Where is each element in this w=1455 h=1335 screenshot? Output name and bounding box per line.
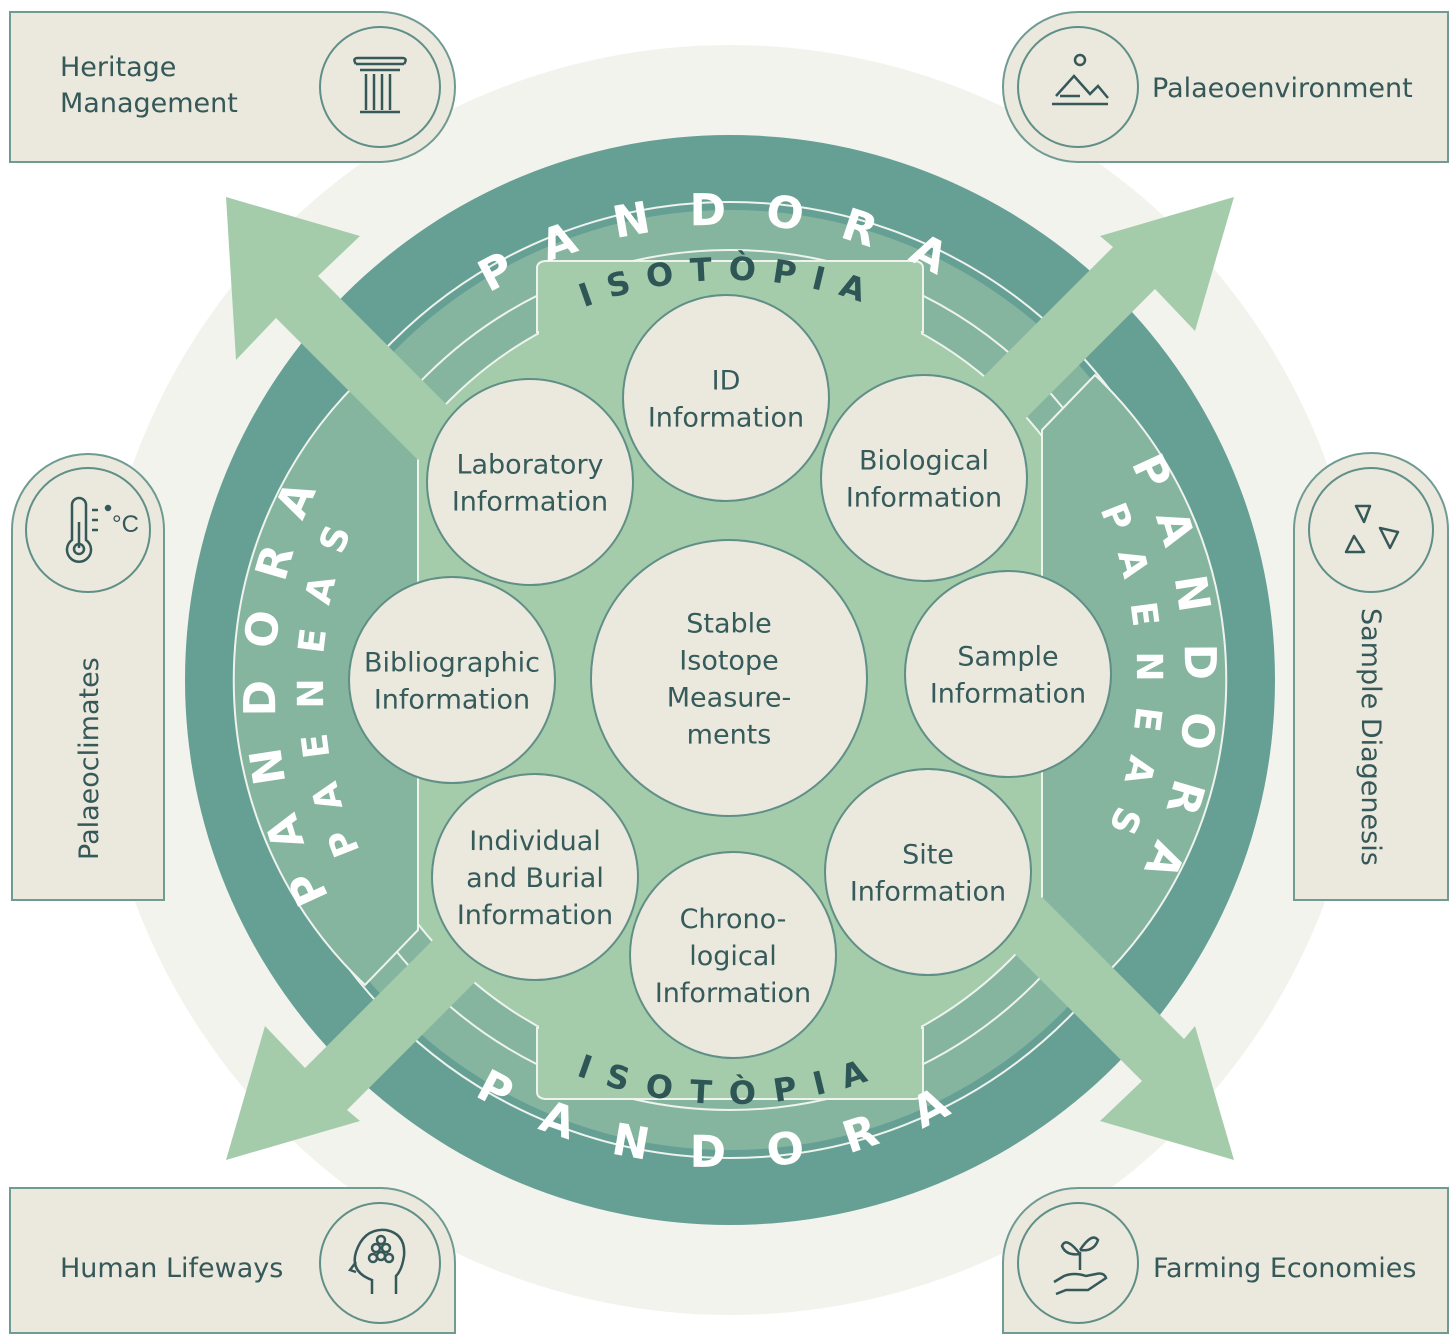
plant-hand-icon <box>1053 1236 1108 1296</box>
landscape-icon <box>1052 53 1109 106</box>
node-bibliographic-line-2: Information <box>374 685 530 716</box>
card-farming-economies: Farming Economies <box>1002 1187 1449 1334</box>
node-individual-circle <box>431 773 639 981</box>
node-individual-line-2: and Burial <box>466 863 604 894</box>
side-notch-right <box>1041 373 1228 987</box>
node-bibliographic-line-1: Bibliographic <box>364 648 540 679</box>
node-sample-circle <box>904 570 1112 778</box>
card-palaeoclimates-line1: Palaeoclimates <box>74 657 105 860</box>
node-laboratory-line-2: Information <box>452 487 608 518</box>
node-id-line-1: ID <box>712 366 741 397</box>
node-center-line-1: Stable <box>686 609 772 640</box>
thermometer-unit: °C <box>112 511 139 538</box>
node-chronological-circle <box>629 851 837 1059</box>
node-id-circle <box>622 294 830 502</box>
node-individual-line-3: Information <box>457 900 613 931</box>
particles-icon <box>1344 504 1400 554</box>
node-id-line-2: Information <box>648 403 804 434</box>
node-laboratory-line-1: Laboratory <box>456 450 603 481</box>
head-icon <box>347 1228 406 1294</box>
node-id: ID Information <box>622 294 830 502</box>
card-palaeoenvironment-line1: Palaeoenvironment <box>1152 73 1413 104</box>
node-biological-line-2: Information <box>846 483 1002 514</box>
node-site-line-2: Information <box>850 877 1006 908</box>
node-site-line-1: Site <box>902 840 954 871</box>
card-human-lifeways-line1: Human Lifeways <box>60 1253 283 1284</box>
card-sample-diagenesis: Sample Diagenesis <box>1293 452 1449 901</box>
arrows <box>226 197 1234 1160</box>
card-farming-economies-icon-ring <box>1017 1202 1139 1324</box>
card-palaeoclimates: °C Palaeoclimates <box>11 453 165 901</box>
column-icon <box>353 56 407 114</box>
node-center-line-3: Measure- <box>667 683 792 714</box>
card-heritage-icon-ring <box>319 26 441 148</box>
arrow-se <box>1000 897 1234 1160</box>
node-center-line-2: Isotope <box>679 646 778 677</box>
node-laboratory-circle <box>426 378 634 586</box>
node-bibliographic-circle <box>348 576 556 784</box>
node-site-circle <box>824 768 1032 976</box>
node-sample-line-1: Sample <box>957 642 1058 673</box>
card-palaeoenvironment: Palaeoenvironment <box>1002 11 1449 163</box>
node-center-circle <box>590 539 868 817</box>
thermometer-icon <box>65 496 112 563</box>
card-palaeoclimates-icon-ring <box>25 467 151 593</box>
card-heritage-line1: Heritage <box>60 52 176 83</box>
information-nodes: StableIsotopeMeasure-mentsIDInformationB… <box>348 294 1112 1059</box>
arrow-sw <box>226 926 489 1160</box>
node-chronological-line-3: Information <box>655 978 811 1009</box>
arrow-nw <box>226 197 460 460</box>
node-chronological-line-1: Chrono- <box>680 904 787 935</box>
node-biological-circle <box>820 374 1028 582</box>
card-sample-diagenesis-icon-ring <box>1308 467 1434 593</box>
card-sample-diagenesis-line1: Sample Diagenesis <box>1355 608 1386 866</box>
card-human-lifeways: Human Lifeways <box>9 1187 456 1334</box>
card-heritage-line2: Management <box>60 88 238 119</box>
card-farming-economies-line1: Farming Economies <box>1153 1253 1416 1284</box>
side-notch-left <box>232 373 419 987</box>
node-center-line-4: ments <box>687 720 772 751</box>
card-palaeoenvironment-icon-ring <box>1017 26 1139 148</box>
node-biological-line-1: Biological <box>859 446 989 477</box>
node-individual-line-1: Individual <box>469 826 601 857</box>
card-human-lifeways-icon-ring <box>319 1202 441 1324</box>
node-chronological-line-2: logical <box>689 941 777 972</box>
node-sample-line-2: Information <box>930 679 1086 710</box>
card-heritage: Heritage Management <box>9 11 456 163</box>
arrow-ne <box>971 197 1234 431</box>
